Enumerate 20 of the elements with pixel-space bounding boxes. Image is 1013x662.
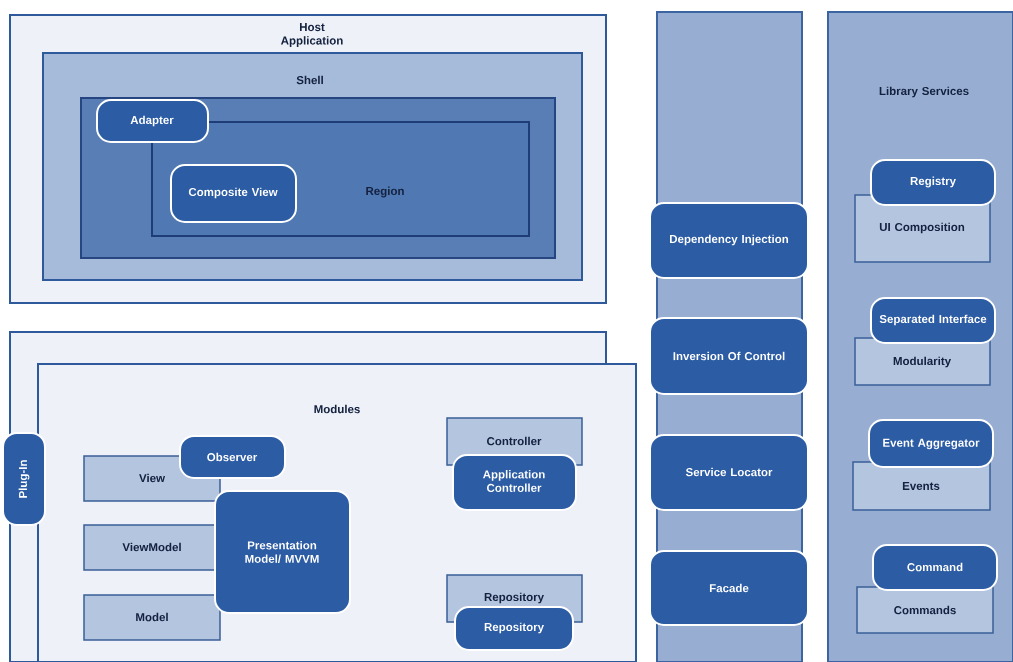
pattern-pill: Presentation Model/ MVVM: [214, 490, 351, 614]
pattern-pill: Facade: [649, 550, 809, 626]
pattern-pill: Inversion Of Control: [649, 317, 809, 395]
component-box: Modularity: [854, 337, 991, 386]
pattern-pill: Service Locator: [649, 434, 809, 511]
pattern-pill: Application Controller: [452, 454, 577, 511]
pattern-pill: Plug-In: [2, 432, 46, 526]
pattern-pill: Separated Interface: [870, 297, 996, 344]
component-box: ViewModel: [83, 524, 221, 571]
pattern-pill: Composite View: [170, 164, 297, 223]
pattern-pill: Dependency Injection: [649, 202, 809, 279]
component-box: Model: [83, 594, 221, 641]
pattern-pill: Registry: [870, 159, 996, 206]
pattern-pill: Event Aggregator: [868, 419, 994, 468]
pattern-pill: Repository: [454, 606, 574, 651]
pattern-pill: Adapter: [96, 99, 209, 143]
pattern-pill: Observer: [179, 435, 286, 479]
component-box: Events: [852, 461, 991, 511]
pattern-pill: Command: [872, 544, 998, 591]
component-box: Commands: [856, 586, 994, 634]
